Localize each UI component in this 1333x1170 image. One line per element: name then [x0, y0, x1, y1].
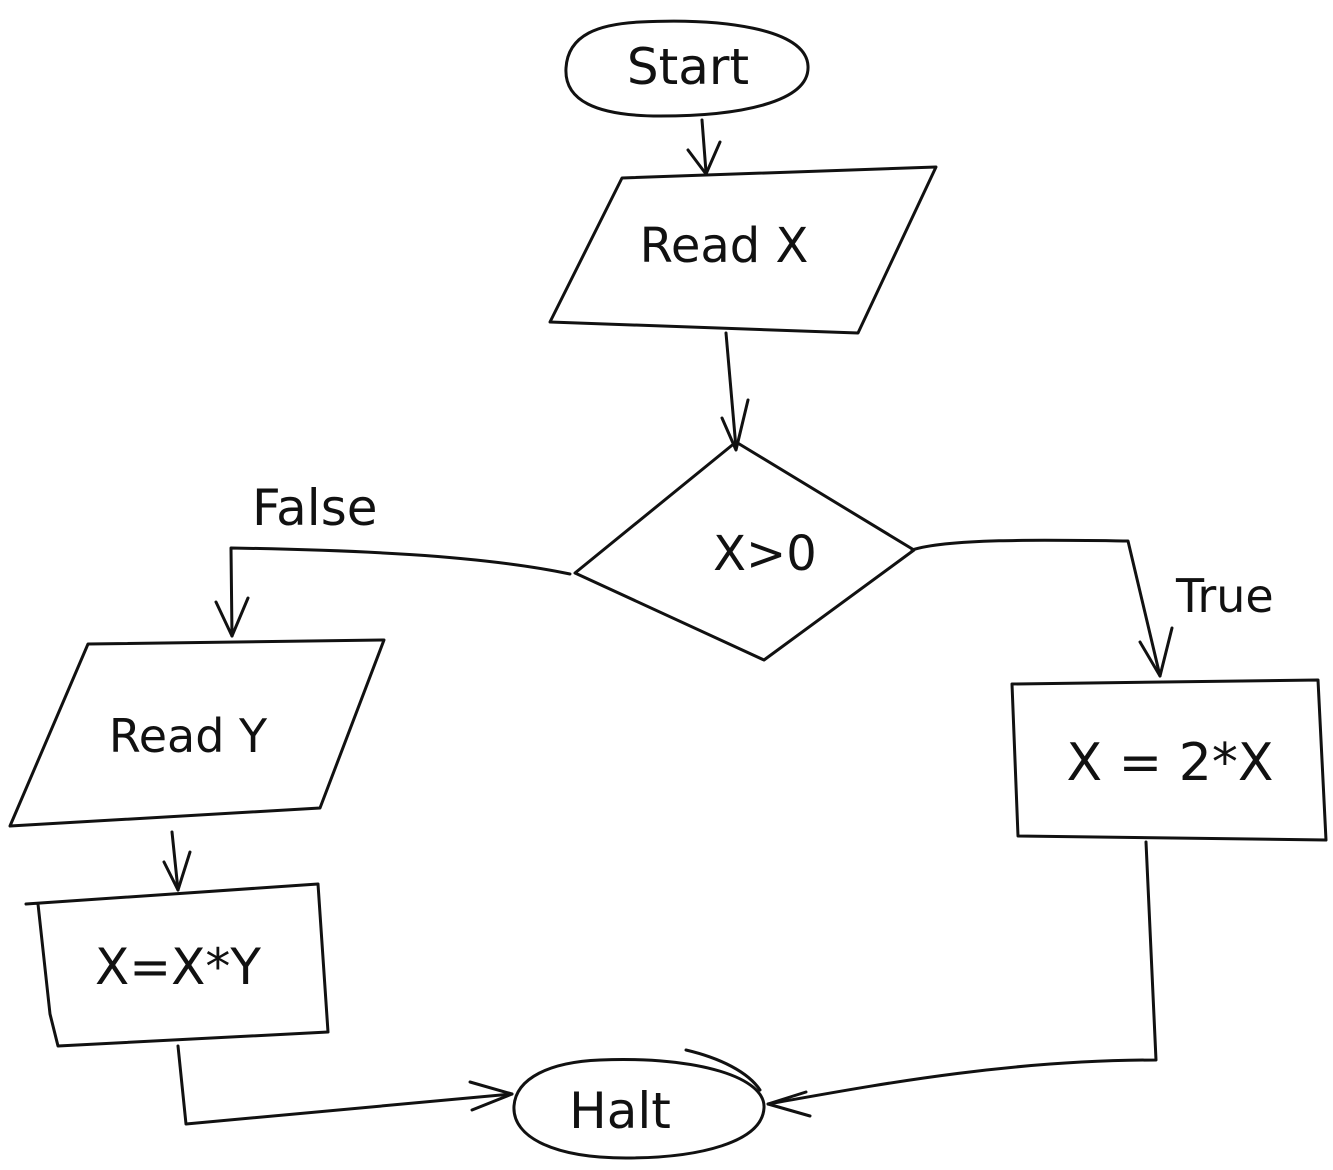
decision-node-label: X>0 [713, 526, 817, 582]
read-y-node: Read Y [8, 638, 386, 828]
start-node-label: Start [627, 38, 749, 96]
halt-node-label: Halt [569, 1082, 671, 1140]
start-node-shape [564, 19, 810, 118]
arrow-read-x-to-decision [720, 331, 750, 452]
assign-false-node-shape [24, 882, 330, 1048]
read-x-node: Read X [548, 165, 938, 335]
read-x-node-shape [548, 165, 938, 335]
assign-true-node-shape [1010, 678, 1328, 842]
assign-true-node-label: X = 2*X [1067, 733, 1274, 793]
arrow-assign-true-to-halt [766, 840, 1158, 1118]
assign-true-node: X = 2*X [1010, 678, 1328, 842]
arrow-read-y-to-assign-false [162, 830, 192, 892]
halt-node: Halt [512, 1048, 766, 1160]
assign-false-node: X=X*Y [24, 882, 330, 1048]
decision-node-shape [573, 440, 916, 662]
arrow-assign-false-to-halt [176, 1044, 514, 1126]
read-x-node-label: Read X [640, 218, 809, 274]
halt-node-shape [512, 1058, 766, 1160]
true-branch-edge: True [910, 538, 1274, 678]
true-branch-label: True [1175, 569, 1274, 623]
arrow-start-to-read-x [686, 118, 722, 176]
false-branch-edge: False [214, 479, 572, 638]
assign-false-node-label: X=X*Y [95, 938, 261, 996]
read-y-node-label: Read Y [109, 709, 268, 763]
start-node: Start [564, 19, 810, 118]
false-branch-label: False [252, 479, 378, 537]
read-y-node-shape [8, 638, 386, 828]
decision-node: X>0 [573, 440, 916, 662]
halt-node-overstroke [684, 1048, 762, 1092]
